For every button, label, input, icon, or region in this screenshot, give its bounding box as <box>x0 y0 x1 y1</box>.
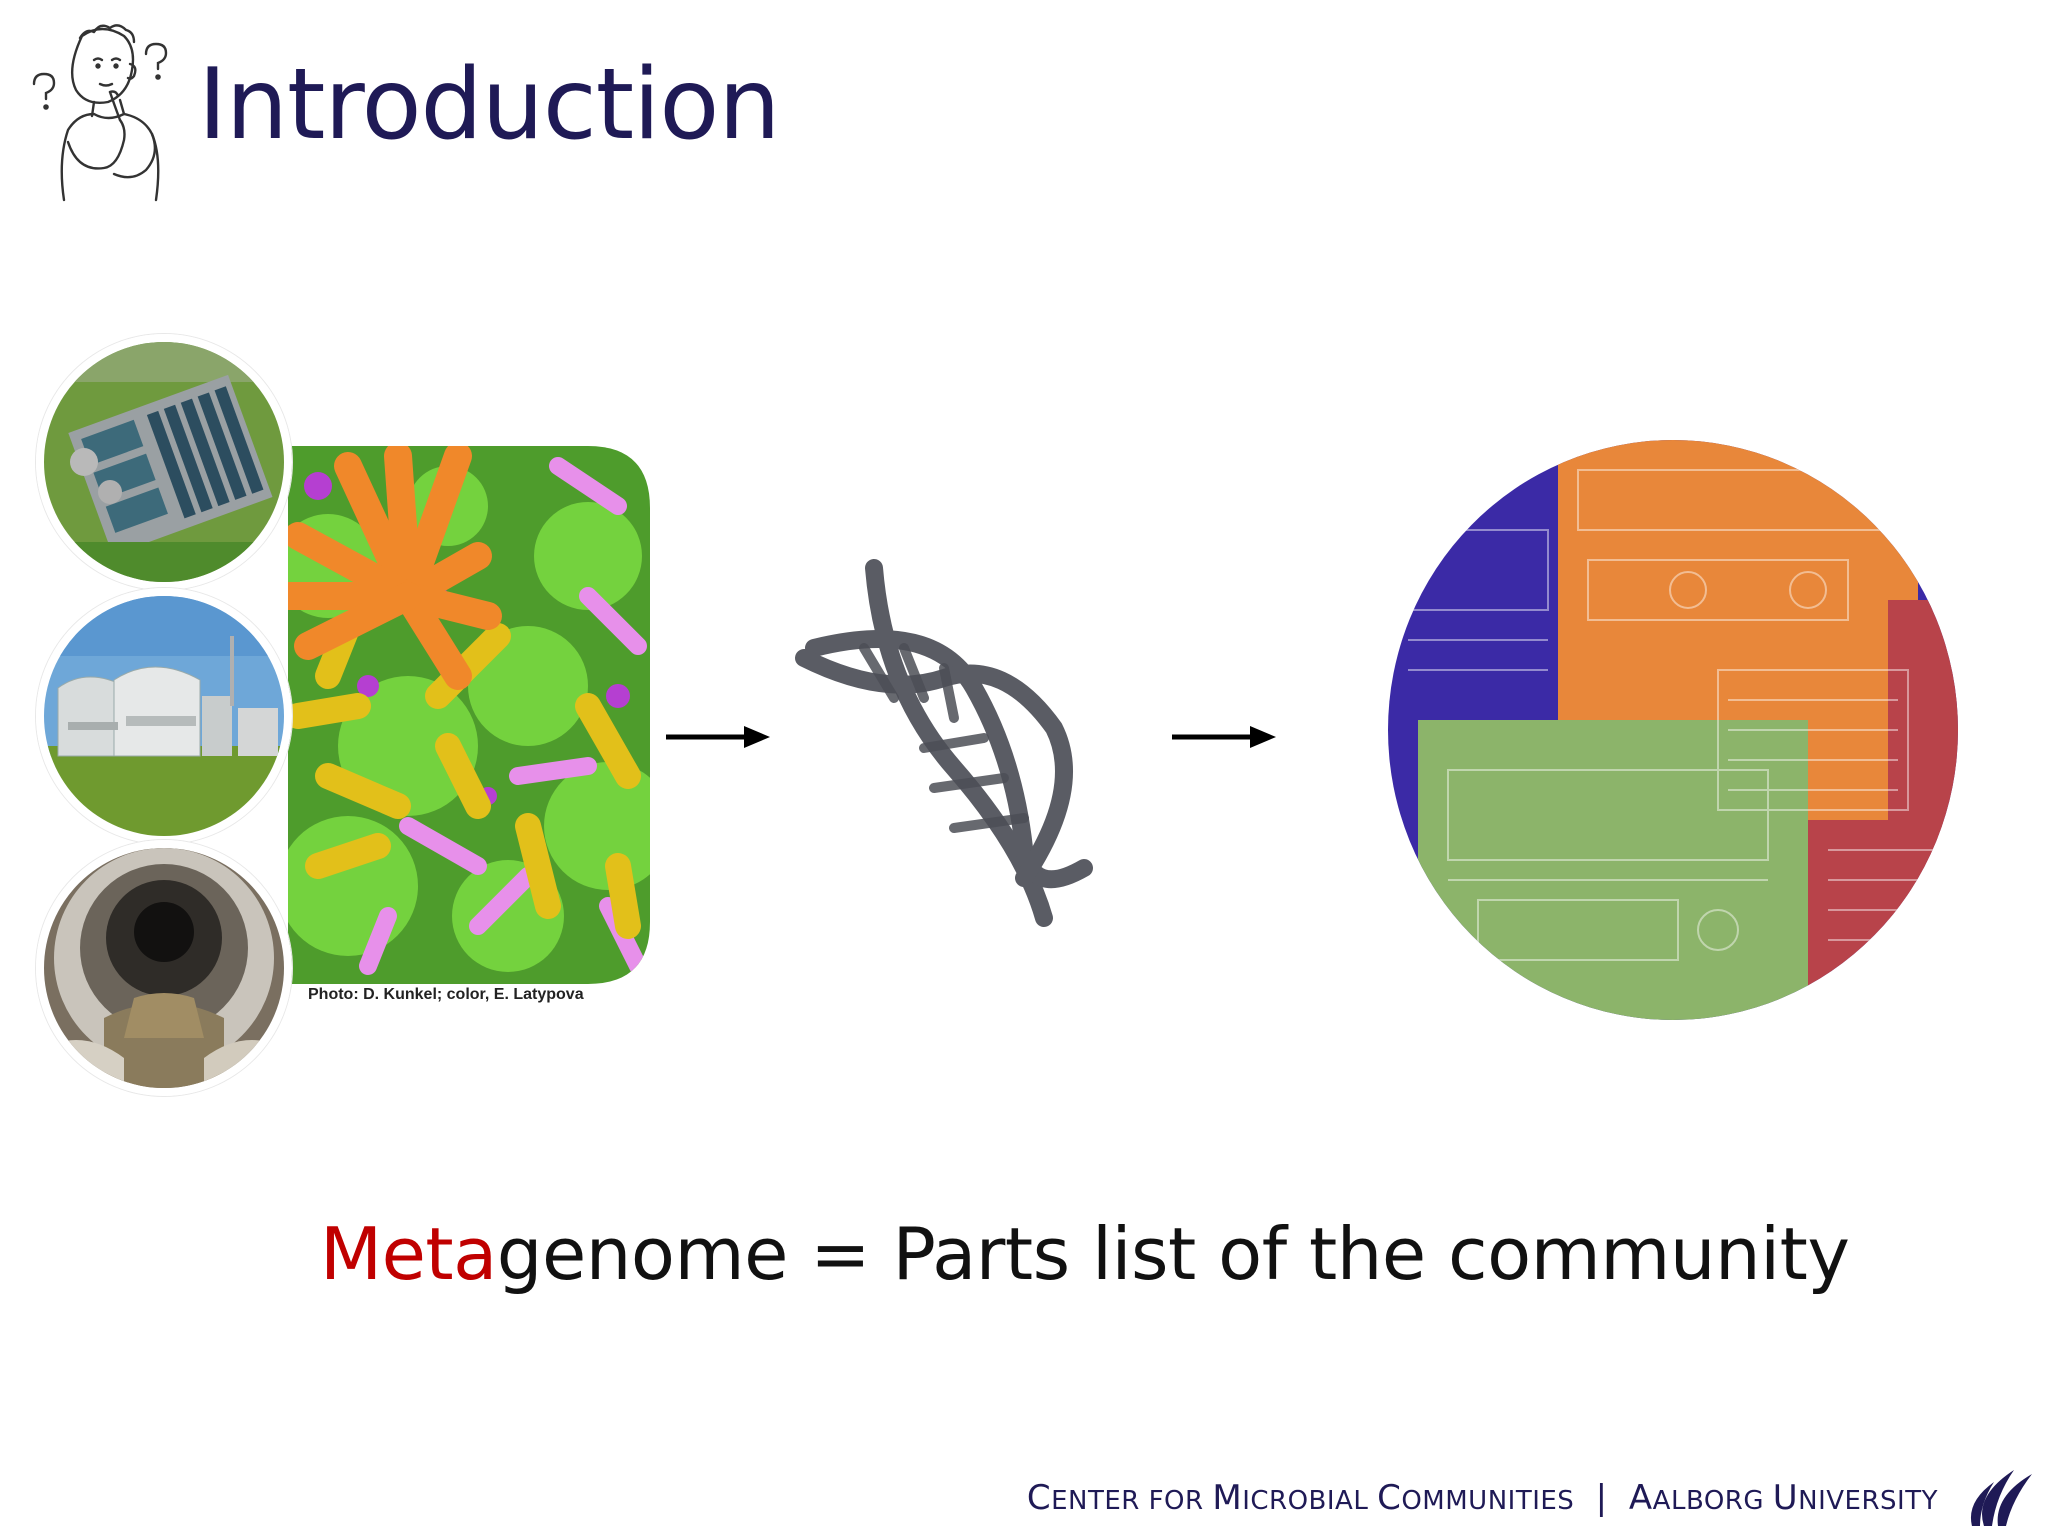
statement-highlight: Meta <box>320 1212 497 1296</box>
footer-institution: CENTER FOR MICROBIAL COMMUNITIES | AALBO… <box>1027 1478 1938 1518</box>
footer-letter: M <box>1212 1478 1243 1518</box>
photo-credit: Photo: D. Kunkel; color, E. Latypova <box>308 986 584 1003</box>
footer-letter: C <box>1377 1478 1402 1518</box>
metagenome-statement: Metagenome = Parts list of the community <box>320 1212 1850 1296</box>
right-arrow-icon <box>666 726 770 748</box>
microbe-microscopy-image <box>288 446 650 984</box>
right-arrow-icon <box>1172 726 1276 748</box>
footer-letter: C <box>1026 1478 1052 1518</box>
sample-image-collage <box>30 334 650 1096</box>
slide-title: Introduction <box>198 48 780 162</box>
dna-helix-icon <box>795 559 1093 927</box>
digester-tanks-image <box>36 588 292 844</box>
footer-text: ENTER FOR <box>1051 1486 1213 1516</box>
footer-text: ALBORG <box>1652 1486 1773 1516</box>
statement-rest: genome = Parts list of the community <box>496 1212 1850 1296</box>
sewer-pipe-image <box>36 840 292 1096</box>
genome-blueprint-circle <box>1388 440 1958 1020</box>
footer-text: ICROBIAL <box>1242 1486 1378 1516</box>
footer-text: NIVERSITY <box>1798 1486 1938 1516</box>
aalborg-university-logo-icon <box>1970 1470 2032 1526</box>
footer-text: OMMUNITIES <box>1401 1486 1575 1516</box>
footer-separator: | <box>1595 1478 1608 1518</box>
footer-letter: U <box>1772 1478 1799 1518</box>
thinking-person-icon <box>32 24 168 202</box>
treatment-plant-aerial-image <box>36 334 292 590</box>
footer-letter: A <box>1628 1478 1653 1518</box>
